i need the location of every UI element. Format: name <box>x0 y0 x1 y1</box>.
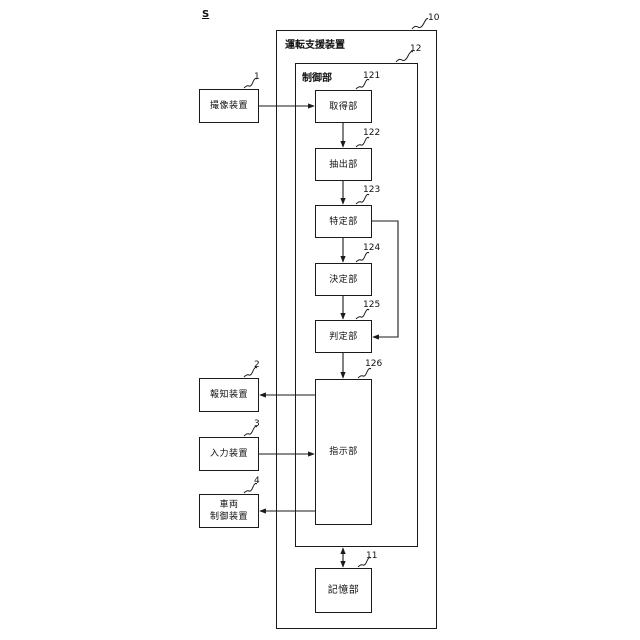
leader-ref-122 <box>356 137 369 147</box>
arrow-identify-to-judge-bypass <box>372 221 398 337</box>
leader-ref-10 <box>412 19 428 30</box>
leader-ref-126 <box>358 368 371 378</box>
leader-ref-11 <box>358 557 371 567</box>
leader-ref-123 <box>356 194 369 204</box>
leader-ref-2 <box>244 367 257 377</box>
leader-ref-3 <box>244 426 257 436</box>
leader-ref-125 <box>356 309 369 319</box>
leader-ref-124 <box>356 252 369 262</box>
leader-ref-121 <box>356 79 369 89</box>
leader-ref-4 <box>244 483 257 493</box>
leader-ref-1 <box>244 78 257 88</box>
leader-ref-12 <box>396 52 413 63</box>
